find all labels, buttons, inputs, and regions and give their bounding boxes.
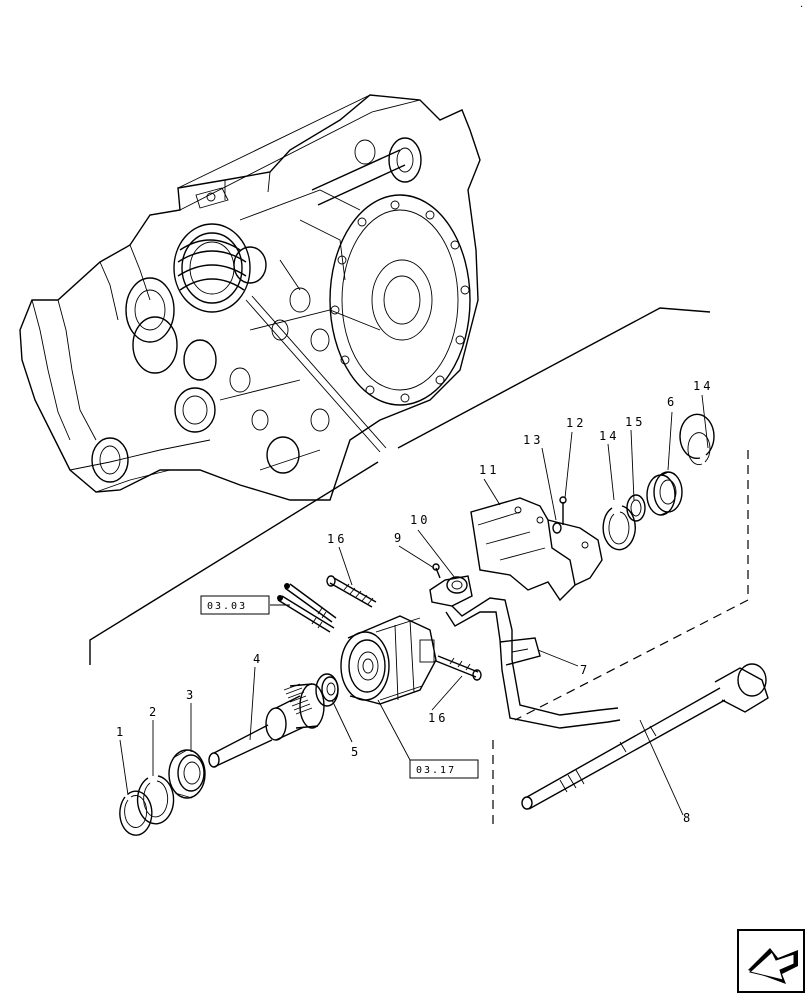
part-2-circlip	[136, 775, 175, 825]
svg-text:03.03: 03.03	[207, 601, 247, 612]
callout-14-right: 14	[693, 379, 713, 393]
part-5-bearing	[315, 673, 339, 707]
part-14-snap-ring-left	[602, 505, 636, 551]
part-16-bolts	[326, 575, 482, 681]
callout-1: 1	[116, 725, 126, 739]
callout-6: 6	[667, 395, 677, 409]
leader-lines	[119, 394, 709, 816]
part-12-bolt	[559, 496, 567, 525]
callout-4: 4	[253, 652, 263, 666]
part-15-seal-ring	[626, 494, 646, 522]
callout-5: 5	[351, 745, 361, 759]
part-6-bearing	[646, 471, 683, 516]
callout-14: 14	[599, 429, 619, 443]
callout-16-lower: 16	[428, 711, 448, 725]
part-13-spacer	[552, 522, 562, 534]
page-marker: ·	[800, 2, 803, 13]
previous-page-arrow-icon[interactable]	[737, 929, 805, 993]
callout-10: 10	[410, 513, 430, 527]
callout-15: 15	[625, 415, 645, 429]
callout-9: 9	[394, 531, 404, 545]
callout-12: 12	[566, 416, 586, 430]
part-3-bearing	[168, 749, 206, 799]
part-1-snap-ring	[119, 790, 153, 836]
reference-box-03-17[interactable]: 03.17	[409, 759, 479, 779]
part-7-pipe	[445, 597, 621, 729]
reference-box-03-03[interactable]: 03.03	[200, 595, 270, 615]
callout-2: 2	[149, 705, 159, 719]
part-9-screw	[432, 563, 441, 579]
detail-section-border	[89, 307, 749, 826]
svg-text:03.17: 03.17	[416, 765, 456, 776]
part-11-bracket-plate	[470, 497, 603, 602]
transmission-housing	[19, 94, 481, 501]
part-4-gear-shaft	[208, 683, 325, 768]
callout-16: 16	[327, 532, 347, 546]
callout-labels: 1 2 3 4 5 6 7 8 9 10 11 12 13 14 15 14 1…	[116, 379, 713, 825]
callout-7: 7	[580, 663, 590, 677]
tie-rods	[277, 583, 337, 633]
part-10-flange-gasket	[429, 575, 473, 607]
callout-11: 11	[479, 463, 499, 477]
callout-8: 8	[683, 811, 693, 825]
callout-3: 3	[186, 688, 196, 702]
part-14-snap-ring-right	[679, 413, 715, 466]
part-8-long-shaft	[521, 663, 769, 810]
callout-13: 13	[523, 433, 543, 447]
clutch-housing-assembly	[340, 615, 437, 705]
